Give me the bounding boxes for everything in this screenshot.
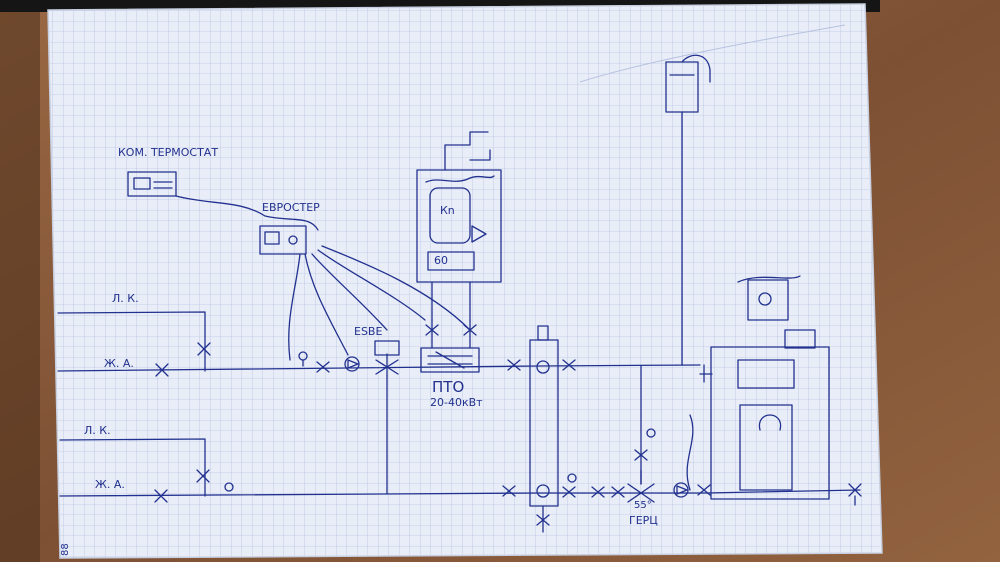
thermostat-wire bbox=[175, 195, 319, 231]
label-temp: 55° bbox=[634, 500, 652, 511]
label-thermostat: КОМ. ТЕРМОСТАТ bbox=[118, 146, 219, 159]
label-boiler-kn: Кn bbox=[440, 204, 455, 217]
label-pto: ПТО bbox=[432, 378, 465, 396]
label-zha-top: Ж. А. bbox=[104, 357, 134, 370]
label-zha-bottom: Ж. А. bbox=[95, 478, 125, 491]
label-boiler-60: 60 bbox=[434, 254, 448, 267]
valve-sep-right bbox=[562, 359, 576, 371]
supply-pipe-top bbox=[57, 364, 701, 372]
pump-supply bbox=[344, 356, 360, 372]
pto-heat-exchanger bbox=[420, 347, 480, 373]
desk-shadow-left bbox=[0, 0, 40, 562]
wall-boiler bbox=[416, 169, 502, 283]
gauge-left-bottom bbox=[224, 482, 234, 492]
lk-pipe-top bbox=[57, 311, 206, 372]
boiler-pump-icon bbox=[471, 225, 487, 243]
heating-scheme-drawing bbox=[57, 54, 862, 533]
solid-fuel-boiler bbox=[710, 346, 830, 500]
esbe-valve bbox=[375, 353, 399, 377]
lk-pipe-bottom bbox=[59, 438, 206, 497]
boiler-flue bbox=[444, 131, 491, 171]
valve-far-right bbox=[848, 483, 862, 506]
valve-left-mid2 bbox=[196, 469, 210, 483]
label-eurostar: ЕВРОСТЕР bbox=[262, 201, 320, 214]
label-lk-bottom: Л. К. bbox=[84, 424, 111, 437]
valve-left-mid bbox=[197, 342, 211, 356]
valve-supply bbox=[316, 361, 330, 373]
eurostar-box bbox=[259, 225, 307, 255]
room-thermostat-box bbox=[127, 171, 177, 197]
label-pto-power: 20-40кВт bbox=[430, 396, 483, 409]
label-esbe: ESBE bbox=[354, 325, 383, 338]
return-pipe-bottom bbox=[59, 489, 861, 497]
label-lk-top: Л. К. bbox=[112, 292, 139, 305]
graph-paper bbox=[47, 3, 883, 559]
label-herts: ГЕРЦ bbox=[629, 514, 658, 527]
valve-sep-ret bbox=[502, 485, 516, 497]
boiler-down-pipes bbox=[431, 281, 471, 321]
pump-return bbox=[673, 482, 689, 498]
valve-left-top bbox=[155, 363, 169, 377]
valve-sep-left bbox=[507, 359, 521, 371]
valve-return-1 bbox=[591, 486, 605, 498]
page-scribble bbox=[579, 24, 846, 83]
label-page-num: 88 bbox=[60, 543, 71, 556]
eurostar-wires bbox=[288, 245, 471, 361]
valve-left-bottom bbox=[154, 489, 168, 503]
valve-return-2 bbox=[611, 486, 625, 498]
